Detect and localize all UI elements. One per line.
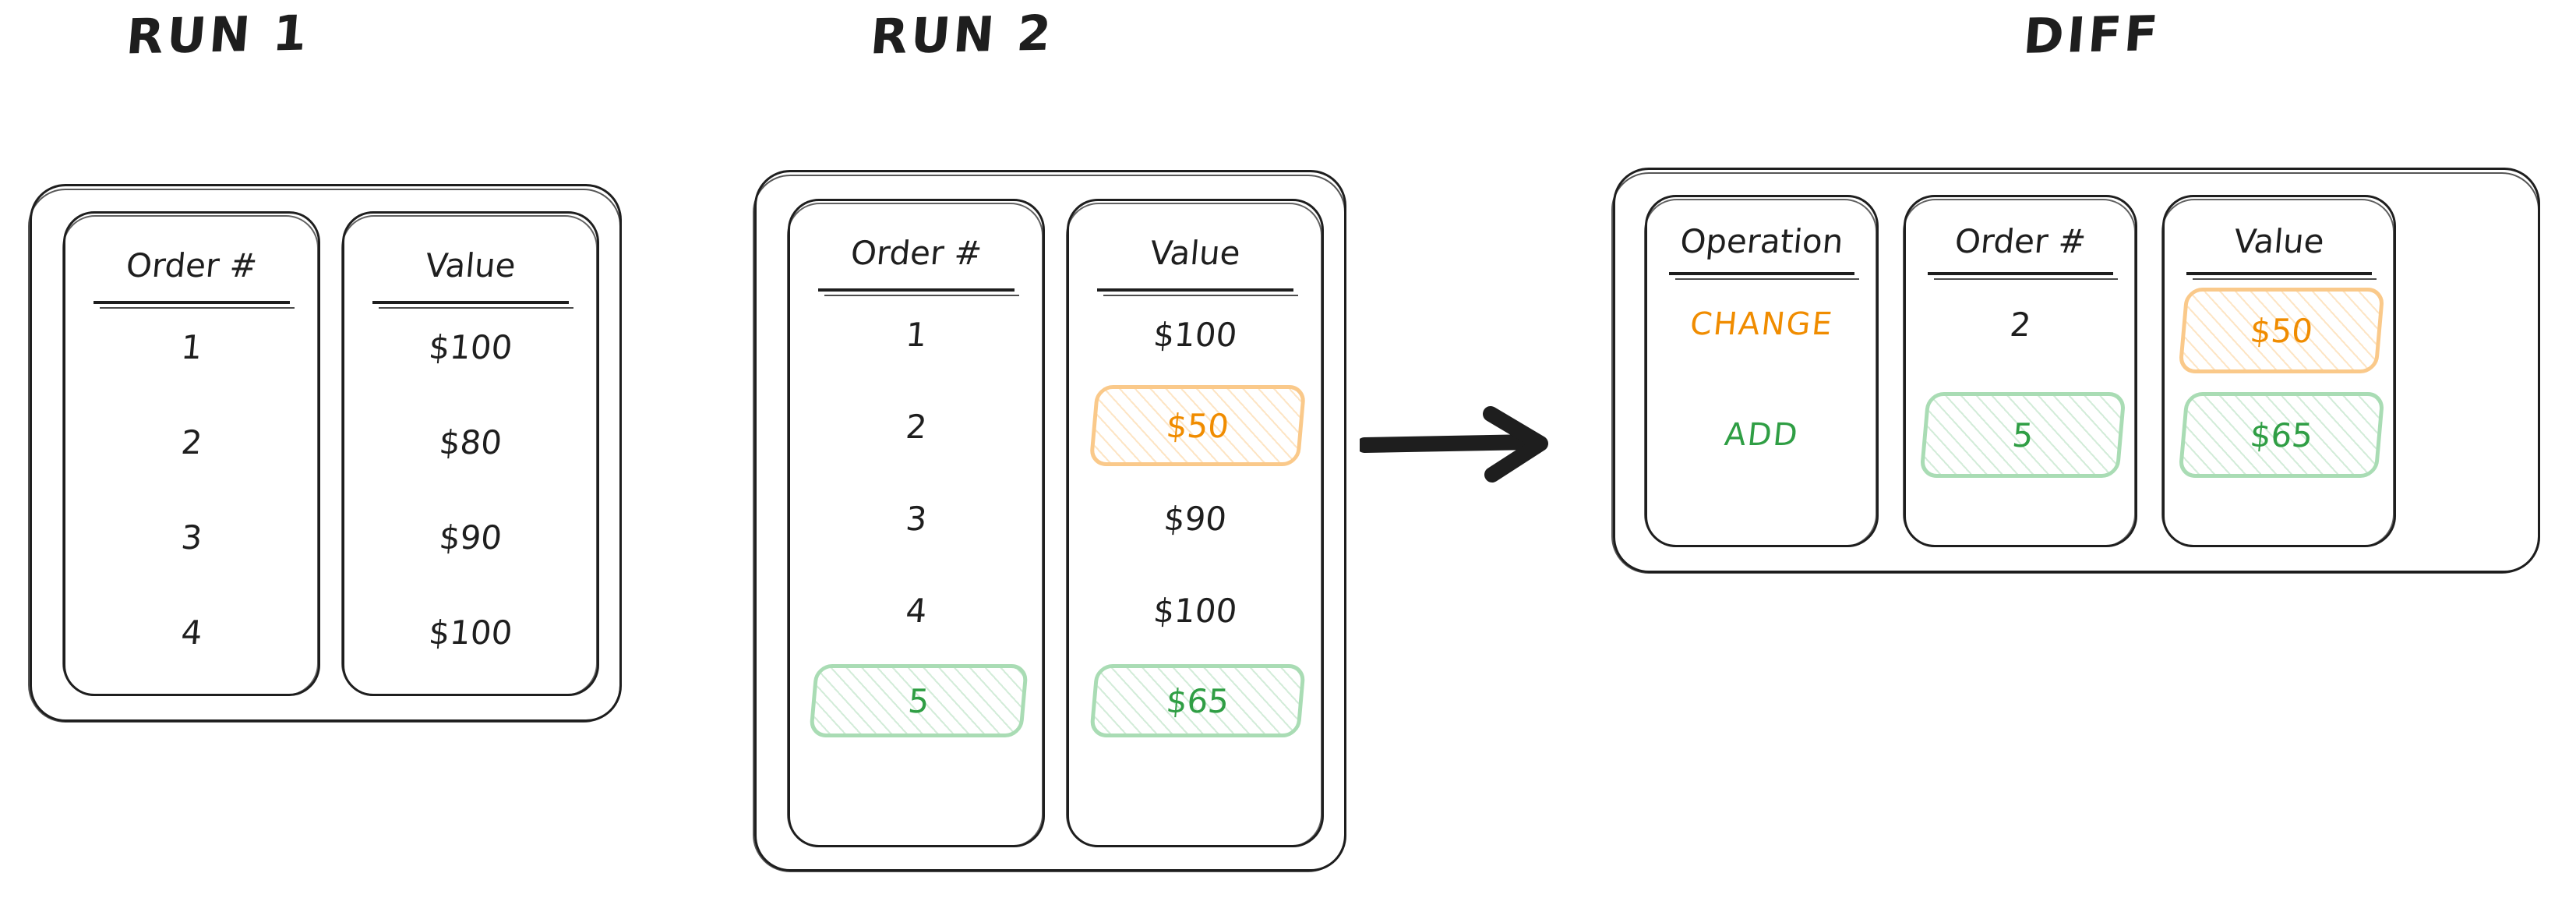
page-title-diff: DIFF (2021, 5, 2163, 65)
diff-cell-order-add: 5 (1919, 392, 2126, 478)
diff-cell-operation-add: ADD (1723, 417, 1801, 453)
run2-cell-value-3: $90 (1162, 499, 1229, 538)
run1-column-order: Order # 1 2 3 4 (62, 211, 320, 696)
run2-cell-order-4: 4 (904, 591, 929, 630)
run1-cell-value-2: $80 (437, 422, 504, 461)
run2-cell-value-4: $100 (1152, 591, 1239, 630)
run1-cell-order-2: 2 (179, 422, 204, 461)
run2-rule-order (818, 288, 1019, 296)
run1-cell-value-3: $90 (437, 518, 504, 557)
run2-column-order: Order # 1 2 3 4 5 (787, 199, 1045, 847)
diff-panel: Operation CHANGE ADD Order # 2 5 Value $… (1611, 168, 2540, 574)
diff-column-value: Value $50 $65 (2161, 195, 2396, 547)
arrow-right-icon (1360, 406, 1548, 483)
diff-header-order: Order # (1953, 222, 2088, 260)
diff-column-order: Order # 2 5 (1903, 195, 2137, 547)
page-title-run2: RUN 2 (868, 4, 1057, 65)
diff-header-operation: Operation (1678, 222, 1845, 260)
diff-rule-value (2186, 272, 2377, 280)
diff-cell-operation-change: CHANGE (1688, 306, 1836, 342)
run2-cell-value-5-added: $65 (1089, 664, 1307, 737)
diff-rule-order (1928, 272, 2118, 280)
diff-cell-value-add: $65 (2178, 392, 2385, 478)
run1-cell-order-3: 3 (179, 518, 204, 557)
run1-panel: Order # 1 2 3 4 Value $100 $80 $90 $100 (28, 184, 622, 723)
run2-header-order: Order # (849, 234, 984, 272)
run1-header-order: Order # (124, 246, 259, 285)
run1-cell-value-4: $100 (427, 613, 514, 652)
run1-column-value: Value $100 $80 $90 $100 (341, 211, 599, 696)
diff-rule-operation (1669, 272, 1859, 280)
run2-cell-order-1: 1 (904, 315, 929, 354)
run1-rule-value (372, 301, 573, 309)
run2-header-value: Value (1149, 234, 1242, 272)
run2-cell-value-1: $100 (1152, 315, 1239, 354)
run2-cell-value-2-changed: $50 (1089, 385, 1307, 466)
run2-cell-order-5-added: 5 (808, 664, 1029, 737)
diff-header-value: Value (2232, 222, 2326, 260)
page-title-run1: RUN 1 (124, 4, 312, 65)
diff-cell-value-change: $50 (2178, 288, 2385, 373)
run2-column-value: Value $100 $50 $90 $100 $65 (1066, 199, 1324, 847)
run2-panel: Order # 1 2 3 4 5 Value $100 $50 $90 $10… (753, 170, 1346, 872)
run1-cell-order-4: 4 (179, 613, 204, 652)
run1-cell-order-1: 1 (179, 327, 204, 366)
run2-cell-order-2: 2 (904, 407, 929, 446)
run1-header-value: Value (424, 246, 517, 285)
run1-rule-order (94, 301, 295, 309)
run2-cell-order-3: 3 (904, 499, 929, 538)
diff-column-operation: Operation CHANGE ADD (1644, 195, 1879, 547)
diff-cell-order-change: 2 (2008, 305, 2033, 344)
run1-cell-value-1: $100 (427, 327, 514, 366)
run2-rule-value (1097, 288, 1298, 296)
